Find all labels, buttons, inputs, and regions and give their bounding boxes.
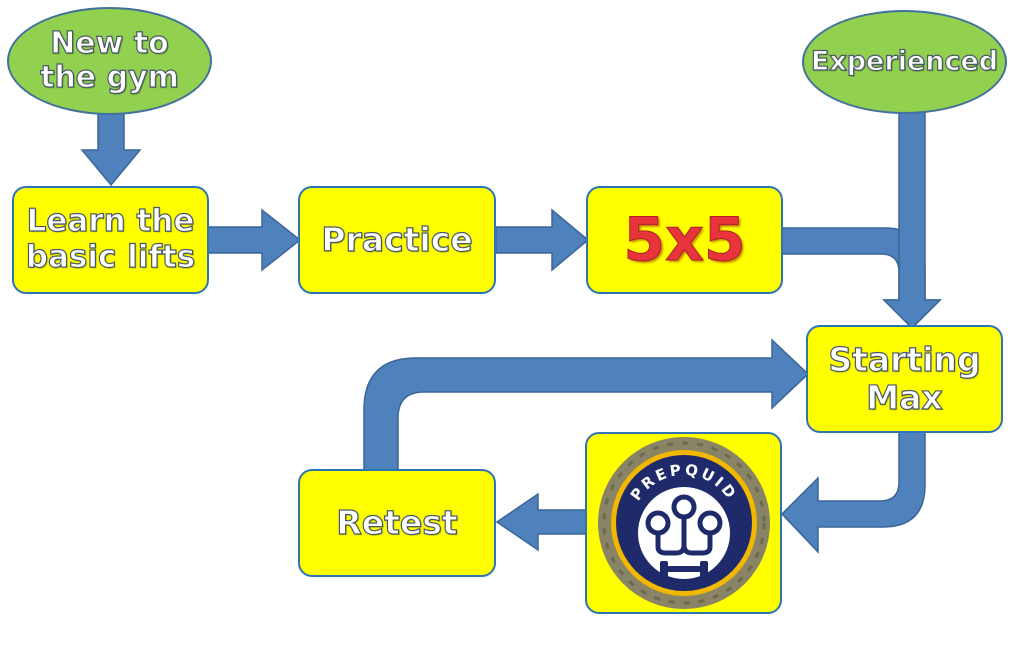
starting-max-label-line1: Starting	[828, 340, 981, 380]
retest-node: Retest	[298, 469, 496, 577]
five-by-five-label: 5x5	[623, 205, 746, 276]
starting-max-node: Starting Max	[806, 325, 1003, 433]
dumbbell-icon	[659, 561, 708, 577]
practice-node: Practice	[298, 186, 496, 294]
start-new-to-gym-node: New to the gym	[7, 7, 212, 115]
retest-label: Retest	[336, 503, 459, 543]
five-by-five-node: 5x5	[586, 186, 783, 294]
prepquid-logo: PREPQUID	[597, 437, 770, 609]
practice-label: Practice	[321, 220, 474, 260]
arrow-experienced-to-starting-max	[882, 111, 942, 330]
learn-label-line2: basic lifts	[25, 239, 196, 275]
arrow-prepquid-to-retest	[495, 492, 587, 552]
arrow-practice-to-5x5	[495, 208, 590, 272]
prepquid-node: PREPQUID	[585, 432, 782, 614]
learn-label-line1: Learn the	[26, 203, 195, 240]
new-to-gym-label-line1: New to	[50, 25, 170, 61]
arrow-starting-max-to-prepquid	[780, 431, 926, 554]
arrow-retest-to-starting-max	[363, 338, 810, 471]
quidditch-hoops-icon	[645, 494, 722, 556]
starting-max-label-line2: Max	[866, 378, 944, 417]
start-experienced-node: Experienced	[802, 10, 1007, 114]
new-to-gym-label-line2: the gym	[40, 60, 180, 95]
learn-basic-lifts-node: Learn the basic lifts	[12, 186, 209, 294]
experienced-label: Experienced	[810, 46, 999, 78]
arrow-new-to-learn	[80, 111, 142, 187]
arrow-learn-to-practice	[207, 208, 302, 272]
